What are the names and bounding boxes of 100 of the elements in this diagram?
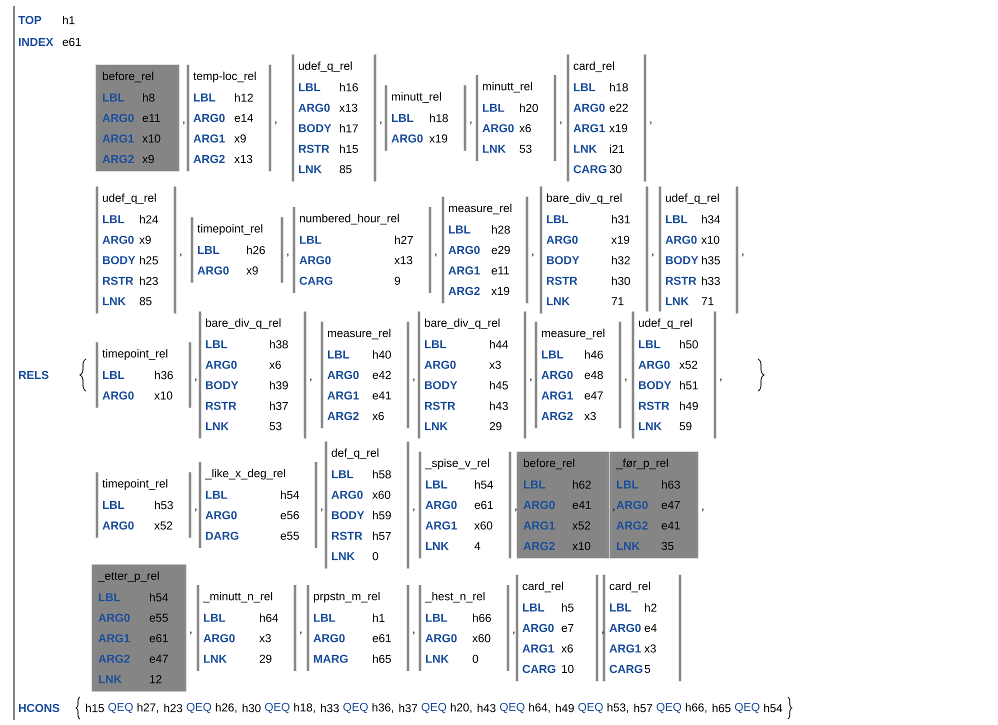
comma: , xyxy=(413,378,414,382)
feature-box: bare_div_q_rel LBL h44 ARG0 x3 BODY h45 RSTR h43 LNK 29 xyxy=(418,310,526,440)
feature-box: minutt_rel LBL h20 ARG0 x6 LNK 53 xyxy=(476,74,556,162)
node-label: h50 xyxy=(680,340,698,348)
node-label: x52 xyxy=(679,360,698,369)
feature-box: card_rel LBL h18 ARG0 e22 ARG1 x19 LNK i21 CARG 30 xyxy=(566,53,646,183)
feature-value: h57 xyxy=(634,704,652,712)
feature-box: timepoint_rel LBL h26 ARG0 x9 xyxy=(190,216,284,284)
node-label: h63 xyxy=(662,480,680,489)
feature-box: measure_rel LBL h40 ARG0 e42 ARG1 e41 ARG2 x6 xyxy=(320,320,410,430)
comma: , xyxy=(470,122,472,124)
feature-value: h27, xyxy=(138,703,158,713)
feature-value: h53, xyxy=(608,703,628,713)
feature-value: h37 xyxy=(399,704,418,712)
feature-box: _hest_n_rel LBL h66 ARG0 x60 LNK 0 xyxy=(418,584,510,672)
relation-keyword: QEQ xyxy=(734,702,760,714)
feature-box: prpstn_m_rel LBL h1 ARG0 e61 MARG h65 xyxy=(306,584,410,672)
node-label: 59 xyxy=(680,422,692,430)
feature-value: h1 xyxy=(63,16,74,24)
comma: , xyxy=(300,632,302,634)
feature-box: udef_q_rel LBL h50 ARG0 x52 BODY h51 RSTR h49 LNK 59 xyxy=(632,310,716,440)
feature-value: h36, xyxy=(372,703,394,713)
comma: , xyxy=(532,254,534,256)
feature-value: h26, xyxy=(216,703,236,713)
comma: , xyxy=(180,254,182,256)
comma: , xyxy=(380,122,382,124)
feature-value: h15 xyxy=(86,704,104,712)
feature-box: bare_div_q_rel LBL h38 ARG0 x6 BODY h39 RSTR h37 LNK 53 xyxy=(198,310,306,440)
node-label: _før_p_rel xyxy=(616,458,668,470)
node-label: LBL xyxy=(616,480,638,488)
feature-value: h20, xyxy=(450,703,472,713)
comma: , xyxy=(195,508,196,512)
feature-name: HCONS xyxy=(18,704,60,712)
node-label: before_rel xyxy=(524,458,574,470)
comma: , xyxy=(652,254,654,256)
feature-box: before_rel LBL h62 ARG0 e41 ARG1 x52 ARG2 x10 xyxy=(516,450,610,560)
node-label: ARG0 xyxy=(638,360,670,369)
feature-box: udef_q_rel LBL h24 ARG0 x9 BODY h25 RSTR h23 LNK 85 xyxy=(96,185,176,315)
node-label: ARG1 xyxy=(523,521,555,530)
feature-box: before_rel LBL h8 ARG0 e11 ARG1 x10 ARG2 x9 xyxy=(96,64,180,172)
comma: , xyxy=(183,122,184,124)
feature-box: _etter_p_rel LBL h54 ARG0 e55 ARG1 e61 ARG2 e47 LNK 12 xyxy=(92,563,186,693)
node-label: h62 xyxy=(573,480,591,489)
relation-keyword: QEQ xyxy=(265,702,290,714)
comma: , xyxy=(435,254,436,256)
feature-value: h33 xyxy=(321,704,339,712)
feature-value: h66, xyxy=(686,703,706,713)
feature-box: temp-loc_rel LBL h12 ARG0 e14 ARG1 x9 ARG2 x13 xyxy=(186,64,272,172)
feature-value: e61 xyxy=(62,38,81,46)
feature-value: h43 xyxy=(478,704,496,712)
feature-box: timepoint_rel LBL h36 ARG0 x10 xyxy=(96,340,192,410)
feature-box: _spise_v_rel LBL h54 ARG0 e61 ARG1 x60 LNK 4 xyxy=(418,450,512,560)
feature-value: h18, xyxy=(294,703,315,713)
node-label: e41 xyxy=(572,500,591,510)
comma: , xyxy=(310,378,312,382)
comma: , xyxy=(530,378,532,382)
feature-box: measure_rel LBL h28 ARG0 e29 ARG1 e11 ARG2 x19 xyxy=(442,196,528,304)
feature-box: numbered_hour_rel LBL h27 ARG0 x13 CARG 9 xyxy=(292,206,432,294)
node-label: LBL xyxy=(638,340,660,348)
node-label: ARG0 xyxy=(616,500,648,510)
feature-value: h49 xyxy=(556,704,574,712)
relation-keyword: QEQ xyxy=(343,702,368,714)
comma: , xyxy=(413,508,414,512)
feature-value: h23 xyxy=(164,704,182,712)
comma: , xyxy=(195,378,196,382)
comma: , xyxy=(515,508,516,512)
feature-name: TOP xyxy=(18,16,42,24)
node-label: LNK xyxy=(616,542,640,550)
comma: , xyxy=(513,632,514,634)
node-label: LNK xyxy=(638,422,662,430)
feature-box: udef_q_rel LBL h34 ARG0 x10 BODY h35 RSTR h33 LNK 71 xyxy=(658,185,738,315)
feature-box: udef_q_rel LBL h16 ARG0 x13 BODY h17 RSTR h15 LNK 85 xyxy=(292,53,376,183)
comma: , xyxy=(602,632,604,634)
feature-box: def_q_rel LBL h58 ARG0 x60 BODY h59 RSTR h57 LNK 0 xyxy=(324,440,410,570)
relation-keyword: QEQ xyxy=(578,702,603,714)
comma: , xyxy=(275,122,276,124)
comma: , xyxy=(287,254,288,256)
feature-box: measure_rel LBL h46 ARG0 e48 ARG1 e47 ARG2 x3 xyxy=(534,320,622,430)
comma: , xyxy=(625,378,626,382)
node-label: 35 xyxy=(662,542,674,550)
feature-value: h54 xyxy=(764,704,782,712)
feature-box: timepoint_rel LBL h53 ARG0 x52 xyxy=(96,470,192,540)
node-label: LBL xyxy=(524,480,546,488)
relation-keyword: QEQ xyxy=(656,702,682,714)
feature-box: _minutt_n_rel LBL h64 ARG0 x3 LNK 29 xyxy=(196,584,296,672)
node-label: e47 xyxy=(662,500,680,510)
comma: , xyxy=(321,508,322,512)
node-label: x10 xyxy=(572,542,590,550)
relation-keyword: QEQ xyxy=(108,702,133,714)
node-label: ARG2 xyxy=(523,542,555,550)
relation-keyword: QEQ xyxy=(500,702,524,714)
comma: , xyxy=(613,508,614,512)
feature-value: h65 xyxy=(712,704,731,712)
comma: , xyxy=(560,122,562,124)
comma: , xyxy=(413,632,414,634)
feature-value: h30 xyxy=(242,704,261,712)
comma: , xyxy=(190,632,192,634)
node-label: h51 xyxy=(680,380,698,390)
feature-box: minutt_rel LBL h18 ARG0 x19 xyxy=(384,84,466,152)
node-label: udef_q_rel xyxy=(638,318,692,330)
